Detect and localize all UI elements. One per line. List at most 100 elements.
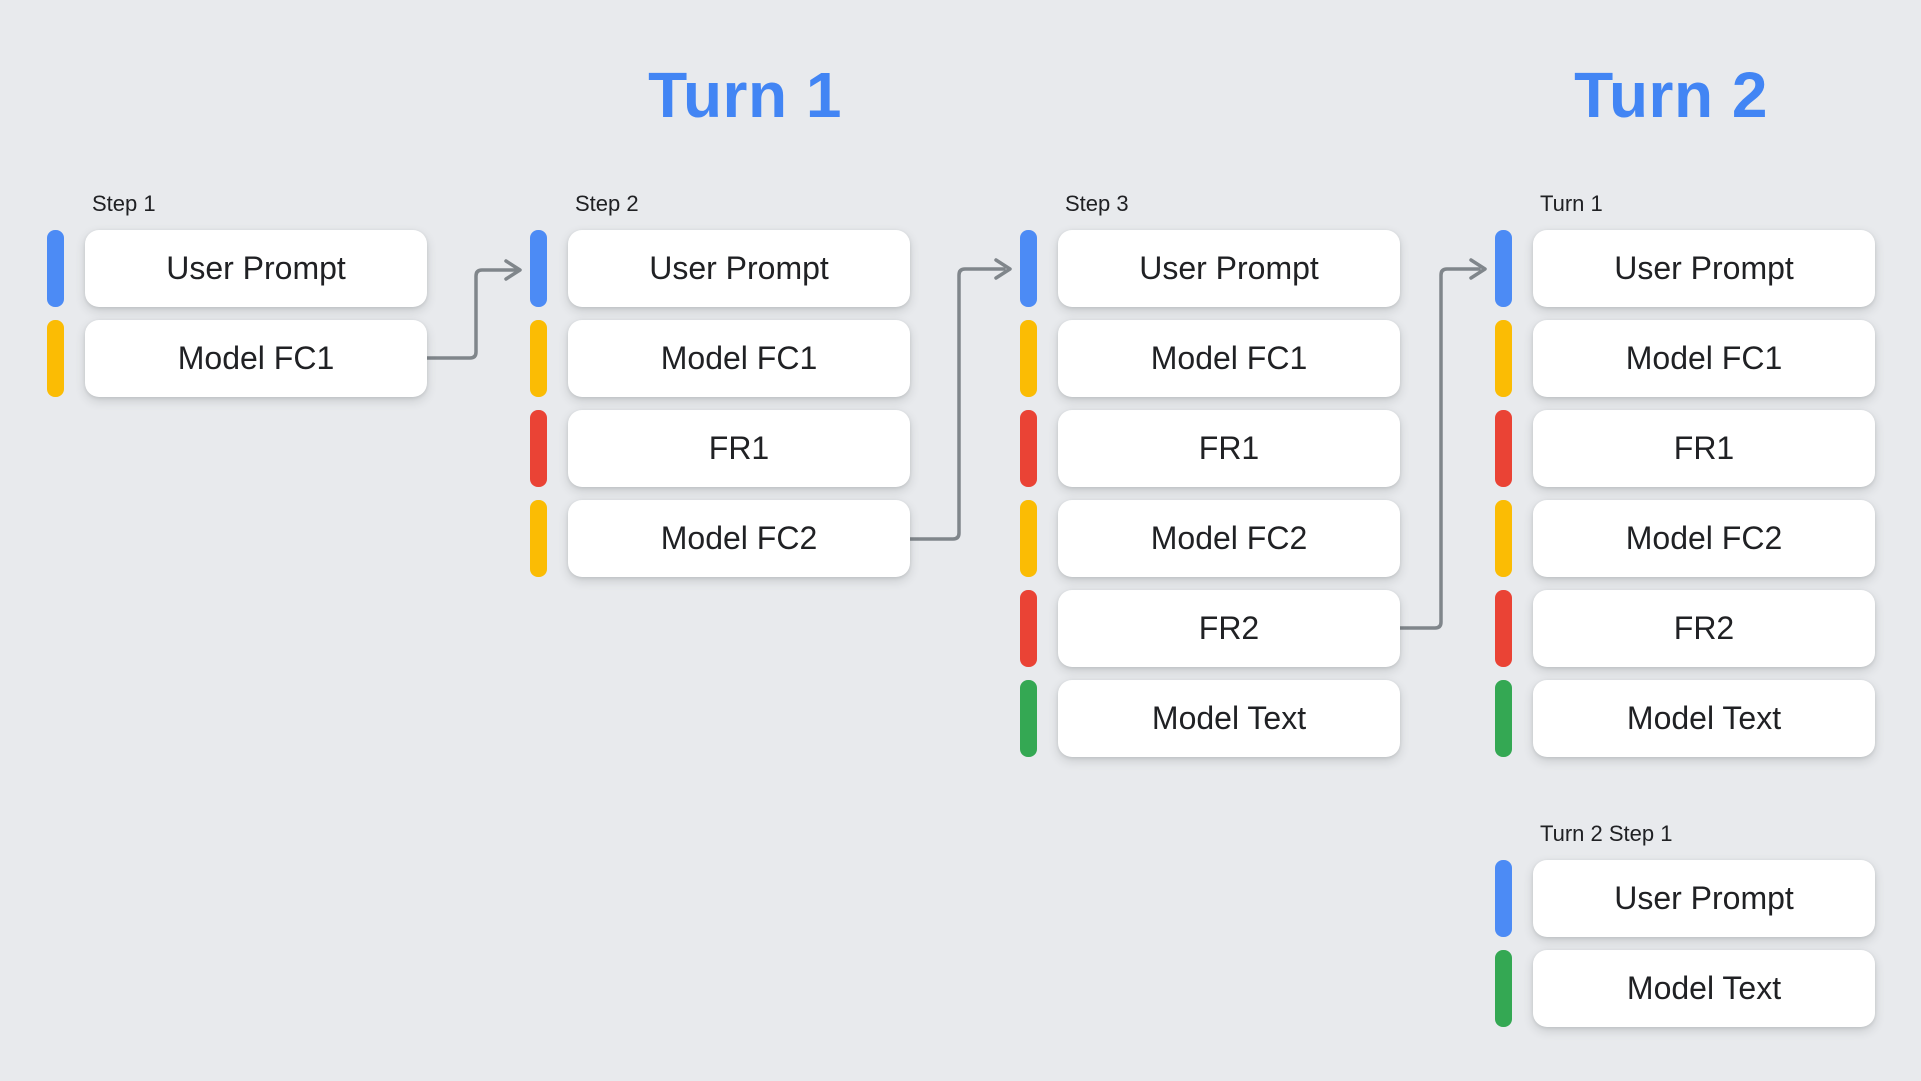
node-model-fc2: Model FC2 [1020,500,1400,577]
user-prompt-card: User Prompt [568,230,910,307]
model-fc-bar [530,500,547,577]
model-fc2-card-label: Model FC2 [660,520,818,556]
model-fc2-card: Model FC2 [1533,500,1875,577]
column-turn2-step1-rows: User Prompt Model Text [1495,860,1875,1027]
user-prompt-bar [1020,230,1037,307]
arrow-step1-to-step2 [425,259,522,360]
node-user-prompt: User Prompt [530,230,910,307]
node-model-text: Model Text [1020,680,1400,757]
model-text-bar [1495,680,1512,757]
column-step2-label: Step 2 [575,191,639,216]
fr1-card: FR1 [568,410,910,487]
node-model-text: Model Text [1495,680,1875,757]
column-step2-rows: User Prompt Model FC1 FR1 Model FC2 [530,230,910,577]
model-text-card-label: Model Text [1151,700,1307,736]
model-fc-bar [1020,320,1037,397]
column-step3-rows: User Prompt Model FC1 FR1 Model FC2 [1020,230,1400,757]
column-turn1-context-label: Turn 1 [1540,191,1603,216]
model-fc1-card: Model FC1 [1533,320,1875,397]
user-prompt-bar [1495,230,1512,307]
model-fc-bar [1495,320,1512,397]
user-prompt-card: User Prompt [85,230,427,307]
fr2-card-label: FR2 [1673,610,1735,646]
model-text-card: Model Text [1058,680,1400,757]
node-model-fc1: Model FC1 [1495,320,1875,397]
model-fc2-card: Model FC2 [1058,500,1400,577]
function-response-bar [1020,410,1037,487]
user-prompt-card-label: User Prompt [1614,250,1794,286]
model-fc2-card-label: Model FC2 [1625,520,1783,556]
column-step3-label: Step 3 [1065,191,1129,216]
function-response-bar [1495,410,1512,487]
column-step3: Step 3 User Prompt Model FC1 FR1 [1020,190,1400,757]
column-step2: Step 2 User Prompt Model FC1 FR1 [530,190,910,577]
model-text-card: Model Text [1533,950,1875,1027]
model-fc1-card: Model FC1 [85,320,427,397]
arrow-step2-to-step3 [908,258,1012,541]
column-turn2-step1-label: Turn 2 Step 1 [1540,821,1673,846]
node-fr2: FR2 [1020,590,1400,667]
column-turn1-context-rows: User Prompt Model FC1 FR1 Model FC2 [1495,230,1875,757]
fr1-card: FR1 [1058,410,1400,487]
model-fc1-card: Model FC1 [1058,320,1400,397]
turn1-title: Turn 1 [648,59,842,131]
model-text-card: Model Text [1533,680,1875,757]
fr2-card: FR2 [1058,590,1400,667]
user-prompt-bar [530,230,547,307]
node-fr1: FR1 [1495,410,1875,487]
model-fc-bar [1020,500,1037,577]
fr1-card-label: FR1 [1673,430,1735,466]
node-fr1: FR1 [530,410,910,487]
user-prompt-card-label: User Prompt [166,250,346,286]
user-prompt-bar [1495,860,1512,937]
node-model-text: Model Text [1495,950,1875,1027]
model-fc1-card: Model FC1 [568,320,910,397]
model-fc2-card-label: Model FC2 [1150,520,1308,556]
model-fc-bar [1495,500,1512,577]
model-fc-bar [47,320,64,397]
node-fr2: FR2 [1495,590,1875,667]
model-text-bar [1020,680,1037,757]
column-step1-label: Step 1 [92,191,156,216]
node-model-fc1: Model FC1 [530,320,910,397]
node-user-prompt: User Prompt [47,230,427,307]
node-model-fc2: Model FC2 [530,500,910,577]
arrow-step3-to-turn1 [1398,258,1487,630]
function-response-bar [530,410,547,487]
user-prompt-card-label: User Prompt [1614,880,1794,916]
model-text-card-label: Model Text [1626,970,1782,1006]
turn2-title: Turn 2 [1574,59,1768,131]
fr1-card: FR1 [1533,410,1875,487]
user-prompt-card: User Prompt [1533,860,1875,937]
column-step1-rows: User Prompt Model FC1 [47,230,427,397]
model-fc2-card: Model FC2 [568,500,910,577]
fr2-card-label: FR2 [1198,610,1260,646]
model-text-card-label: Model Text [1626,700,1782,736]
user-prompt-card: User Prompt [1533,230,1875,307]
column-turn2-step1: Turn 2 Step 1 User Prompt Model Text [1495,820,1875,1027]
model-fc1-card-label: Model FC1 [660,340,818,376]
node-fr1: FR1 [1020,410,1400,487]
model-fc1-card-label: Model FC1 [1150,340,1308,376]
user-prompt-card: User Prompt [1058,230,1400,307]
column-step1: Step 1 User Prompt Model FC1 [47,190,427,397]
model-fc-bar [530,320,547,397]
function-response-bar [1495,590,1512,667]
function-response-bar [1020,590,1037,667]
node-model-fc1: Model FC1 [1020,320,1400,397]
model-fc1-card-label: Model FC1 [1625,340,1783,376]
node-user-prompt: User Prompt [1495,230,1875,307]
user-prompt-card-label: User Prompt [1139,250,1319,286]
fr1-card-label: FR1 [708,430,770,466]
node-user-prompt: User Prompt [1495,860,1875,937]
column-turn1-context: Turn 1 User Prompt Model FC1 FR1 [1495,190,1875,757]
user-prompt-bar [47,230,64,307]
node-model-fc1: Model FC1 [47,320,427,397]
node-model-fc2: Model FC2 [1495,500,1875,577]
fr2-card: FR2 [1533,590,1875,667]
model-text-bar [1495,950,1512,1027]
model-fc1-card-label: Model FC1 [177,340,335,376]
fr1-card-label: FR1 [1198,430,1260,466]
node-user-prompt: User Prompt [1020,230,1400,307]
